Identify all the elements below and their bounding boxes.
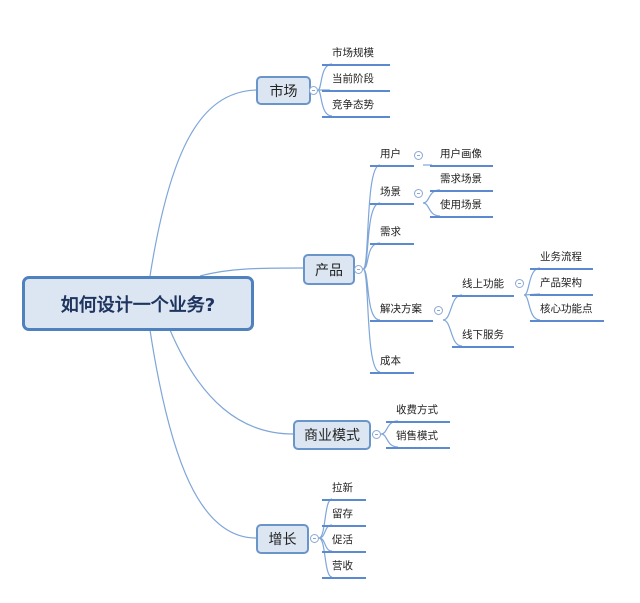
node-market-size[interactable]: 市场规模 xyxy=(322,44,390,66)
node-growth[interactable]: 增长 xyxy=(256,524,309,554)
collapse-icon[interactable] xyxy=(354,265,363,274)
node-business-model[interactable]: 商业模式 xyxy=(293,420,371,450)
node-market[interactable]: 市场 xyxy=(256,76,311,105)
node-user[interactable]: 用户 xyxy=(370,145,414,167)
collapse-icon[interactable] xyxy=(434,306,443,315)
node-scene[interactable]: 场景 xyxy=(370,183,414,205)
collapse-icon[interactable] xyxy=(414,151,423,160)
node-activation[interactable]: 促活 xyxy=(322,531,366,553)
node-business-flow[interactable]: 业务流程 xyxy=(530,248,593,270)
node-current-stage[interactable]: 当前阶段 xyxy=(322,70,390,92)
collapse-icon[interactable] xyxy=(309,86,318,95)
node-revenue[interactable]: 营收 xyxy=(322,557,366,579)
node-solution[interactable]: 解决方案 xyxy=(370,300,433,322)
collapse-icon[interactable] xyxy=(414,189,423,198)
collapse-icon[interactable] xyxy=(372,430,381,439)
node-retention[interactable]: 留存 xyxy=(322,505,366,527)
node-charging[interactable]: 收费方式 xyxy=(386,401,450,423)
node-offline[interactable]: 线下服务 xyxy=(452,326,514,348)
node-core-features[interactable]: 核心功能点 xyxy=(530,300,604,322)
node-user-persona[interactable]: 用户画像 xyxy=(430,145,493,167)
node-demand-scene[interactable]: 需求场景 xyxy=(430,170,493,192)
node-acquisition[interactable]: 拉新 xyxy=(322,479,366,501)
node-product[interactable]: 产品 xyxy=(303,254,355,285)
node-cost[interactable]: 成本 xyxy=(370,352,414,374)
node-online[interactable]: 线上功能 xyxy=(452,275,514,297)
node-competition[interactable]: 竞争态势 xyxy=(322,96,390,118)
root-node[interactable]: 如何设计一个业务? xyxy=(22,276,254,331)
collapse-icon[interactable] xyxy=(310,534,319,543)
collapse-icon[interactable] xyxy=(515,279,524,288)
node-sales[interactable]: 销售模式 xyxy=(386,427,450,449)
node-demand[interactable]: 需求 xyxy=(370,223,414,245)
node-product-architecture[interactable]: 产品架构 xyxy=(530,274,593,296)
node-usage-scene[interactable]: 使用场景 xyxy=(430,196,493,218)
